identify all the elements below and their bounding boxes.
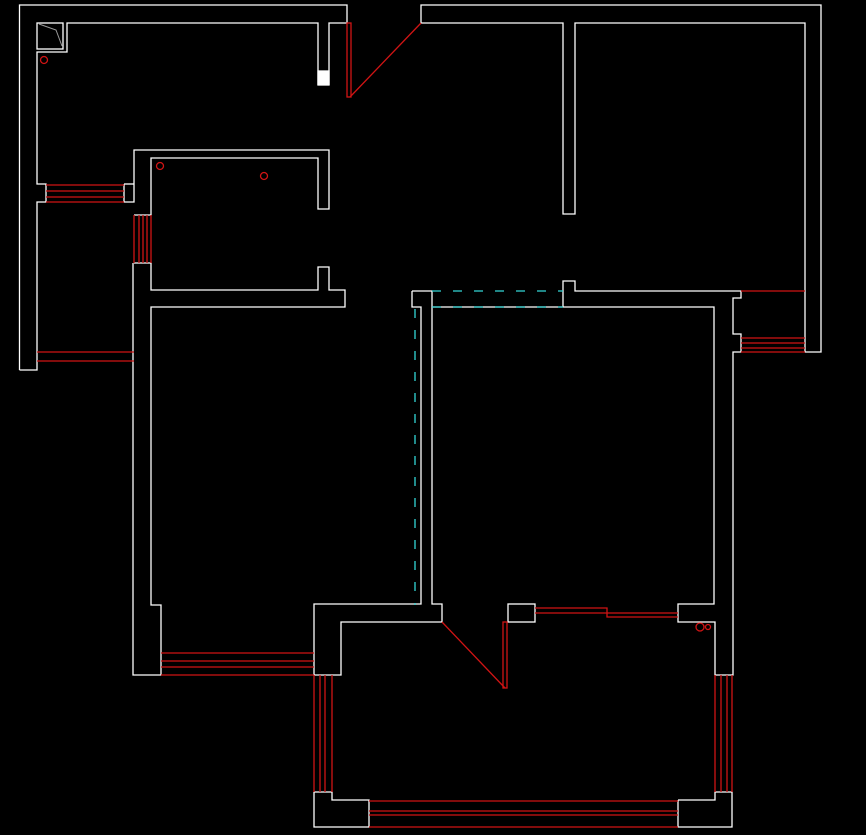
drain-icon xyxy=(695,622,705,632)
window-left-upper xyxy=(46,184,124,203)
drain-icon xyxy=(259,171,269,181)
window-balcony-right xyxy=(714,675,733,792)
window-bath xyxy=(133,215,152,263)
open-partitions xyxy=(414,290,563,605)
window-room-bottom xyxy=(535,607,678,618)
drain-icon xyxy=(39,55,49,65)
window-balcony-left xyxy=(313,675,333,792)
window-balcony-bottom xyxy=(369,800,678,828)
window-bedroom-bottom xyxy=(161,652,314,676)
window-left-lower xyxy=(37,351,134,362)
window-right-upper xyxy=(741,290,805,353)
entry-door xyxy=(346,22,422,98)
shaft-box xyxy=(36,22,64,50)
wall-central-corridor xyxy=(313,290,443,676)
wall-outer-top-right xyxy=(420,4,822,353)
balcony-door xyxy=(441,621,508,689)
wall-outer-top-left xyxy=(18,4,348,370)
shaft-symbol xyxy=(38,23,63,47)
drain-icon xyxy=(155,161,165,171)
wall-bath-lower xyxy=(132,262,346,676)
wall-bath-outer xyxy=(123,149,330,216)
windows xyxy=(37,22,805,828)
wall-stub-filled xyxy=(317,70,330,86)
wall-inner-top-left xyxy=(19,22,319,371)
drain-icon xyxy=(704,623,712,631)
